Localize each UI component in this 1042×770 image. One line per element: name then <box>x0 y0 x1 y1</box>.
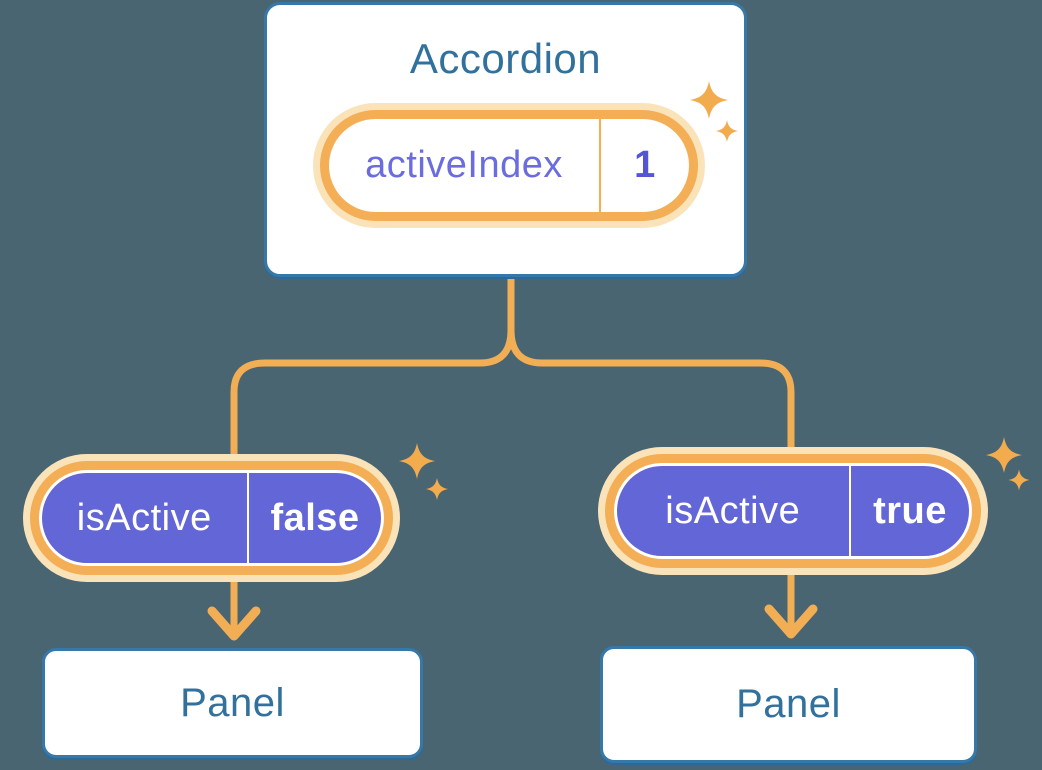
prop-pill-ring: isActive true <box>605 454 981 568</box>
arrow-down-icon <box>764 604 818 639</box>
prop-pill-body: isActive false <box>39 470 384 566</box>
sparkle-icon <box>985 436 1023 474</box>
pill-divider <box>848 466 851 556</box>
prop-pill-value: false <box>270 496 360 539</box>
prop-pill-ring: isActive false <box>30 461 393 575</box>
state-pill-ring: activeIndex 1 <box>320 110 698 221</box>
prop-pill-value: true <box>873 489 947 532</box>
state-pill-body: activeIndex 1 <box>329 119 689 212</box>
prop-pill-is-active-true: isActive true <box>598 447 988 575</box>
sparkle-icon <box>398 442 436 480</box>
prop-pill-label: isActive <box>665 489 801 532</box>
sparkle-icon <box>1008 469 1030 491</box>
sparkle-icon <box>425 477 449 501</box>
prop-pill-is-active-false: isActive false <box>23 454 400 582</box>
state-pill-active-index: activeIndex 1 <box>313 103 705 228</box>
prop-pill-body: isActive true <box>614 463 972 559</box>
panel-card-left: Panel <box>42 648 423 758</box>
pill-divider <box>599 119 601 212</box>
panel-card-right: Panel <box>600 646 977 763</box>
state-pill-label: activeIndex <box>365 144 563 186</box>
arrow-down-icon <box>207 606 261 641</box>
accordion-title: Accordion <box>409 35 602 82</box>
prop-pill-label: isActive <box>76 496 212 539</box>
state-pill-value: 1 <box>634 144 656 186</box>
